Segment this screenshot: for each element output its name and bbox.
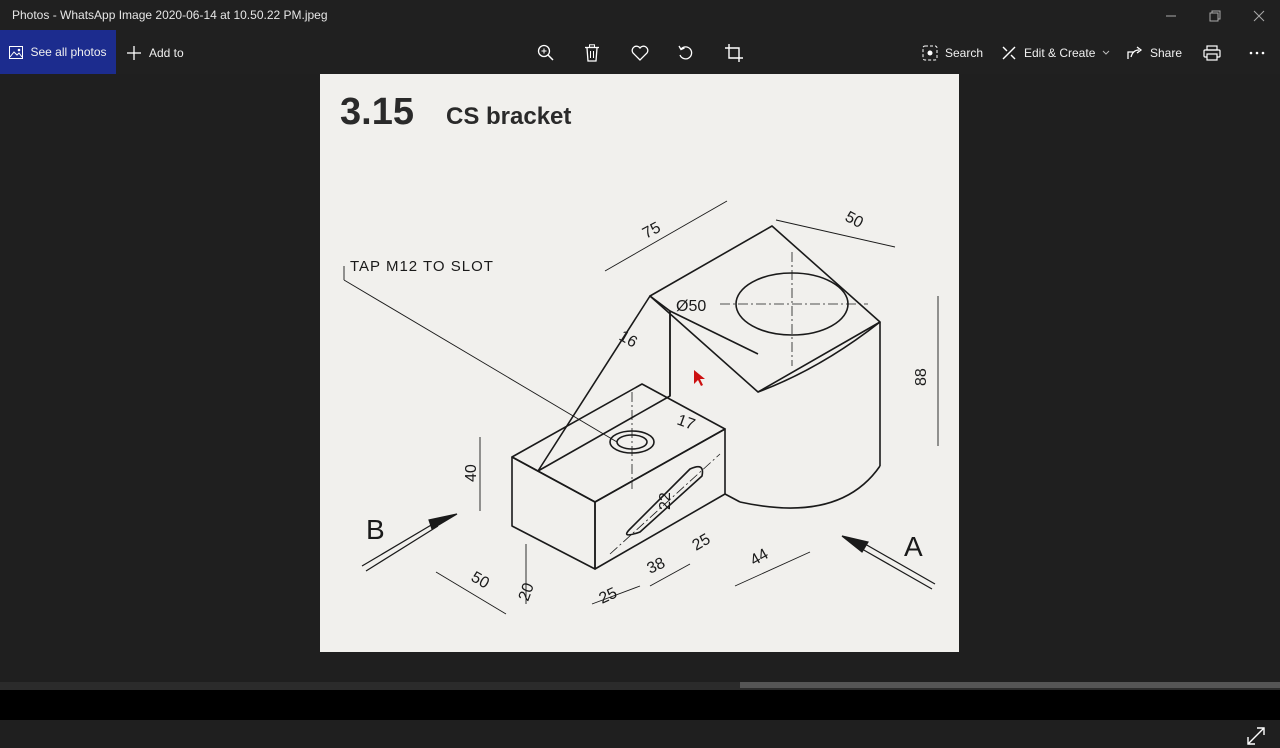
crop-icon [725, 44, 743, 62]
share-button[interactable]: Share [1127, 32, 1182, 74]
search-button[interactable]: Search [922, 32, 983, 74]
close-button[interactable] [1236, 0, 1280, 32]
rotate-icon [678, 45, 693, 60]
see-all-photos-button[interactable]: See all photos [0, 30, 116, 74]
slot [625, 465, 704, 536]
bottom-bar [0, 690, 1280, 720]
edit-create-icon [1002, 46, 1016, 60]
dim-20: 20 [516, 581, 538, 604]
delete-button[interactable] [574, 32, 610, 74]
edit-create-label: Edit & Create [1024, 46, 1096, 60]
dim-22: 22 [657, 492, 674, 510]
view-a-label: A [904, 531, 923, 562]
rotate-button[interactable] [668, 32, 704, 74]
dim-44: 44 [748, 546, 772, 570]
minimize-button[interactable] [1148, 0, 1194, 32]
window-title: Photos - WhatsApp Image 2020-06-14 at 10… [12, 8, 328, 22]
fullscreen-expand-icon[interactable] [1244, 724, 1268, 748]
zoom-icon [537, 44, 554, 61]
photos-icon [9, 45, 24, 59]
chevron-down-icon [1103, 50, 1110, 55]
see-all-photos-label: See all photos [30, 45, 107, 59]
title-bar: Photos - WhatsApp Image 2020-06-14 at 10… [0, 0, 1280, 32]
add-to-label: Add to [149, 46, 184, 60]
tap-note: TAP M12 TO SLOT [350, 258, 494, 275]
print-button[interactable] [1194, 32, 1230, 74]
dim-dia-50: Ø50 [676, 298, 706, 315]
add-to-button[interactable]: Add to [126, 32, 184, 74]
cursor-icon [694, 370, 705, 386]
search-icon [922, 45, 938, 61]
dim-50-top: 50 [842, 209, 866, 232]
filmstrip-scrollbar[interactable] [740, 682, 1280, 688]
dim-88: 88 [913, 368, 930, 386]
web-rib [537, 295, 671, 472]
more-options-button[interactable] [1239, 32, 1275, 74]
edit-create-button[interactable]: Edit & Create [1001, 32, 1110, 74]
drawing-title: CS bracket [446, 103, 571, 130]
dim-38: 38 [645, 555, 668, 578]
share-label: Share [1150, 46, 1183, 60]
drawing-number: 3.15 [340, 91, 414, 133]
photo-image[interactable]: 3.15 CS bracket TAP M12 TO SLOT B A 75 5… [320, 74, 959, 652]
trash-icon [585, 44, 599, 62]
plus-icon [127, 46, 141, 60]
search-label: Search [945, 46, 984, 60]
dim-25-bottom: 25 [597, 585, 620, 608]
dim-25-right: 25 [690, 531, 714, 555]
dim-16: 16 [616, 328, 640, 352]
print-icon [1203, 45, 1221, 61]
dim-50-bottom: 50 [468, 569, 492, 593]
dim-75: 75 [640, 219, 664, 242]
crop-button[interactable] [716, 32, 752, 74]
dim-17: 17 [675, 412, 698, 434]
minimize-icon [1166, 15, 1176, 17]
engineering-drawing: 3.15 CS bracket TAP M12 TO SLOT B A 75 5… [340, 91, 939, 615]
toolbar: See all photos Add to Search Edit & Crea… [0, 30, 1280, 74]
status-strip [0, 682, 1280, 690]
base-left-face [511, 456, 596, 570]
view-b-label: B [366, 514, 385, 545]
zoom-button[interactable] [528, 32, 564, 74]
heart-icon [631, 45, 649, 61]
photo-viewer[interactable]: 3.15 CS bracket TAP M12 TO SLOT B A 75 5… [0, 74, 1280, 745]
share-icon [1127, 46, 1143, 59]
restore-button[interactable] [1192, 0, 1238, 32]
dim-40: 40 [463, 464, 480, 482]
close-icon [1253, 10, 1265, 22]
restore-icon [1209, 10, 1221, 22]
favorite-button[interactable] [622, 32, 658, 74]
ellipsis-icon [1249, 51, 1265, 55]
